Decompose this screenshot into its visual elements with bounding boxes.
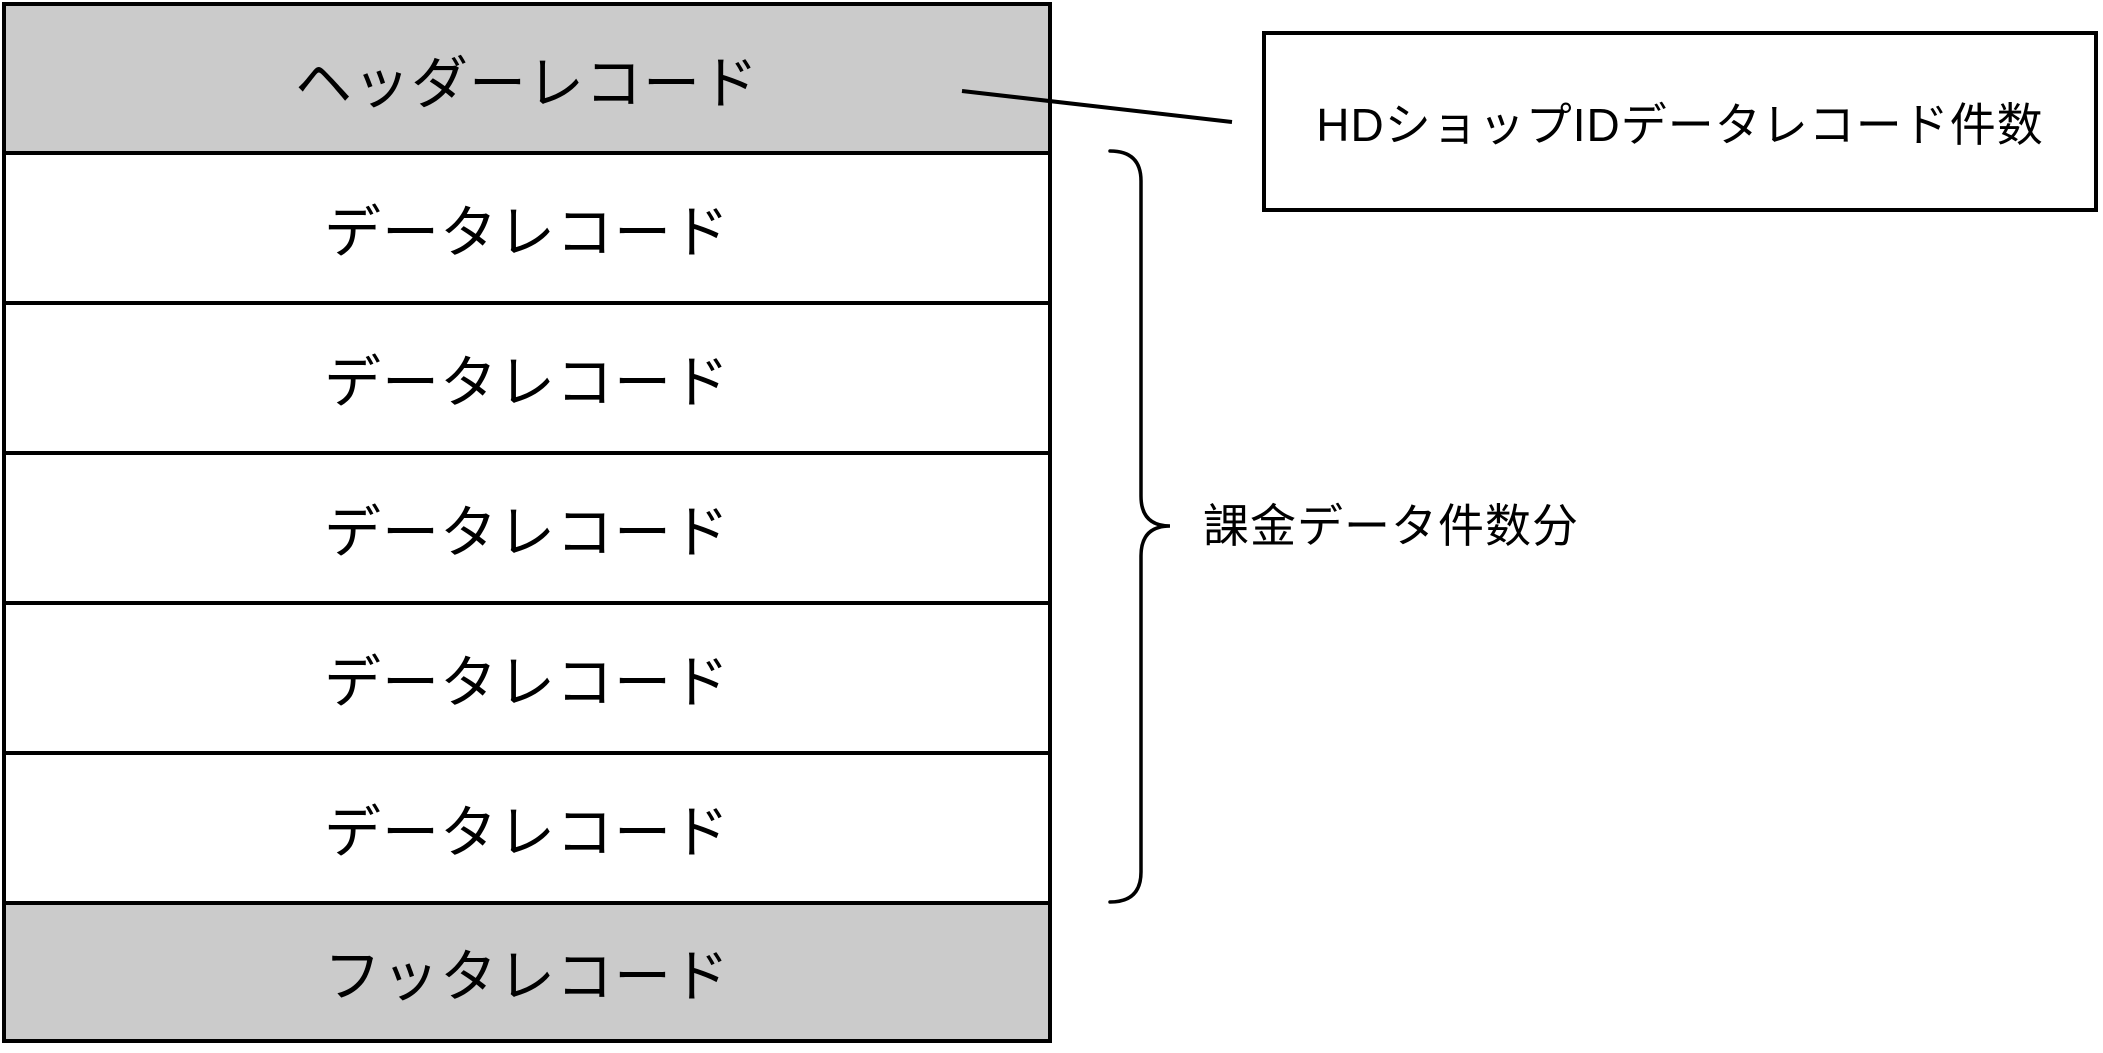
- callout-box: HDショップIDデータレコード件数: [1262, 31, 2098, 212]
- header-record-label: ヘッダーレコード: [295, 51, 759, 116]
- data-record-label: データレコード: [324, 351, 730, 415]
- data-record-row: データレコード: [6, 155, 1048, 305]
- record-table: ヘッダーレコード データレコード データレコード データレコード データレコード…: [2, 2, 1052, 1043]
- data-record-row: データレコード: [6, 755, 1048, 905]
- curly-brace: [1108, 149, 1171, 904]
- data-record-row: データレコード: [6, 455, 1048, 605]
- footer-record-row: フッタレコード: [6, 905, 1048, 1039]
- brace-label: 課金データ件数分: [1203, 500, 1579, 552]
- header-record-row: ヘッダーレコード: [6, 6, 1048, 155]
- data-record-row: データレコード: [6, 605, 1048, 755]
- callout-label: HDショップIDデータレコード件数: [1316, 98, 2044, 151]
- data-record-label: データレコード: [324, 801, 730, 865]
- data-record-label: データレコード: [324, 501, 730, 565]
- data-record-label: データレコード: [324, 201, 730, 265]
- data-record-row: データレコード: [6, 305, 1048, 455]
- footer-record-label: フッタレコード: [324, 945, 730, 1009]
- data-record-label: データレコード: [324, 651, 730, 715]
